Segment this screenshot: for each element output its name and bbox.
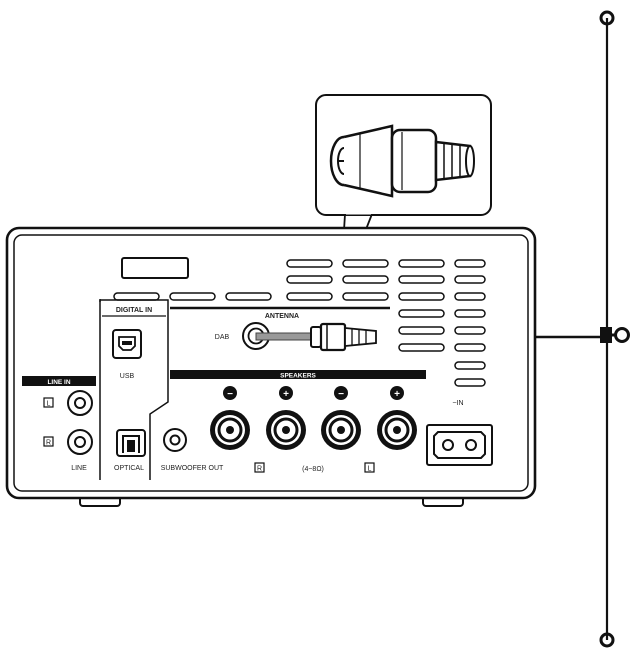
- speakers-label: SPEAKERS: [280, 373, 316, 380]
- optical-label: OPTICAL: [114, 465, 144, 472]
- line-in-bar: [22, 376, 96, 386]
- speaker-terminal-r-minus: [210, 410, 250, 450]
- line-in-label: LINE IN: [47, 379, 70, 386]
- digital-in-label: DIGITAL IN: [116, 307, 152, 314]
- speaker-r-label: R: [257, 466, 262, 473]
- speaker-terminal-r-plus: [266, 410, 306, 450]
- ac-in-label: ~IN: [452, 400, 463, 407]
- polarity-plus-2: +: [394, 389, 400, 400]
- subwoofer-out-jack: [163, 428, 187, 452]
- display-slot: [121, 257, 189, 279]
- speaker-terminal-l-minus: [321, 410, 361, 450]
- speaker-terminal-l-plus: [377, 410, 417, 450]
- coaxial-plug-icon: [329, 124, 475, 198]
- optical-port: [116, 429, 146, 457]
- polarity-minus-1: −: [227, 389, 233, 400]
- polarity-plus-1: +: [283, 389, 289, 400]
- fm-antenna-wire: [599, 10, 630, 648]
- line-in-l-label: L: [47, 401, 51, 408]
- plug-callout: [315, 94, 492, 297]
- impedance-label: (4~8Ω): [302, 466, 324, 473]
- subwoofer-out-label: SUBWOOFER OUT: [161, 465, 224, 472]
- speakers-bar: [170, 370, 426, 379]
- speaker-terminals: − + − +: [210, 386, 417, 450]
- line-in-l-jack: L: [43, 390, 93, 416]
- dab-antenna-jack: [242, 322, 313, 350]
- line-label: LINE: [71, 465, 87, 472]
- polarity-minus-2: −: [338, 389, 344, 400]
- unit-rear-panel: DIGITAL IN USB OPTICAL LINE IN L R: [5, 226, 537, 507]
- line-in-r-label: R: [46, 440, 51, 447]
- usb-port: [112, 329, 142, 359]
- speaker-l-label: L: [368, 466, 372, 473]
- vent-slots: [113, 259, 486, 387]
- usb-label: USB: [120, 373, 135, 380]
- line-in-r-jack: R: [43, 429, 93, 455]
- ac-inlet: [426, 424, 493, 466]
- dab-label: DAB: [215, 334, 230, 341]
- antenna-label: ANTENNA: [265, 313, 299, 320]
- antenna-plug: [310, 322, 377, 352]
